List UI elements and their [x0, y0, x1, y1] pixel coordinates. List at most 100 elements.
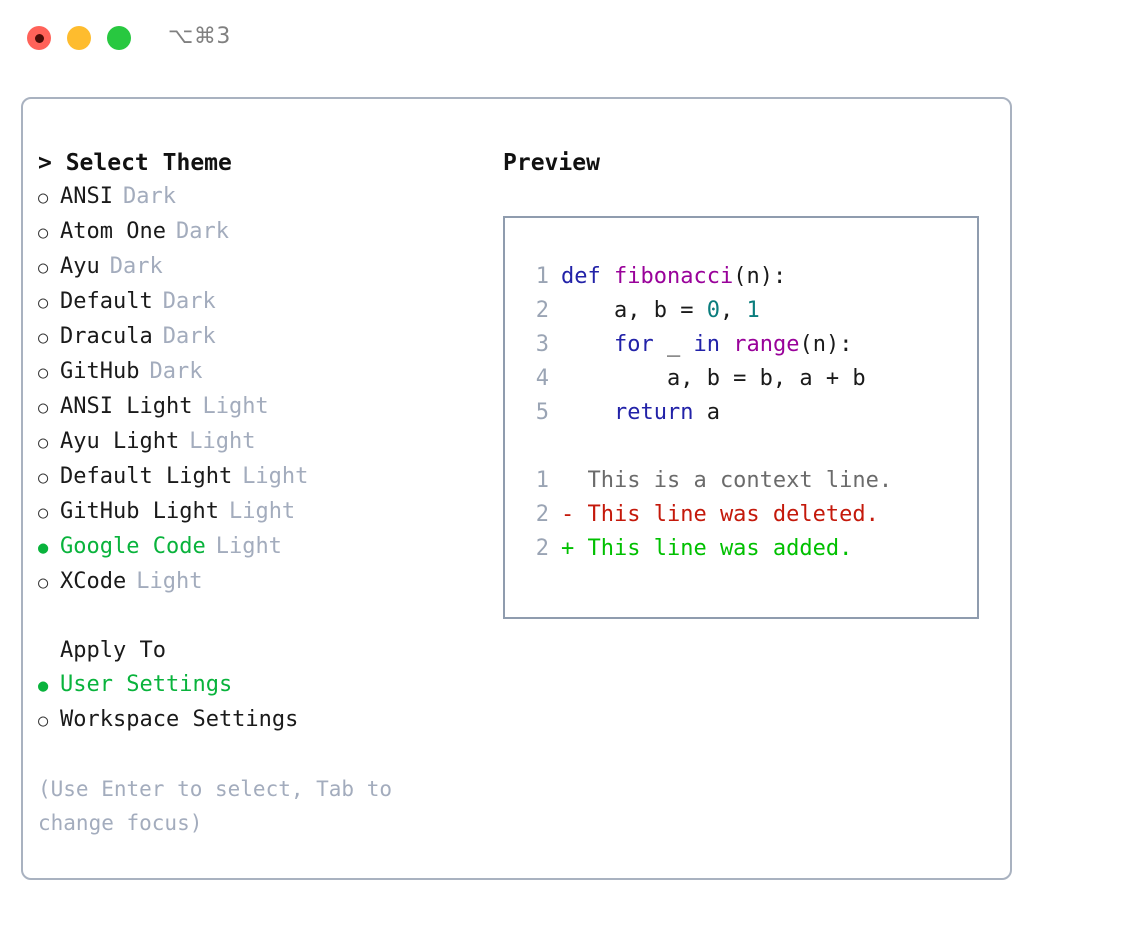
code-token-num: 0	[706, 298, 720, 323]
code-token-kw: return	[613, 400, 694, 425]
code-token-kw: for	[613, 332, 654, 357]
diff-line-number: 1	[535, 468, 549, 493]
diff-sample: 1 This is a context line. 2 - This line wa…	[505, 464, 977, 566]
theme-option-ansi-light[interactable]: ○ ANSI Light Light	[38, 390, 468, 425]
theme-variant-badge: Light	[189, 429, 256, 454]
code-line: 4 a, b = b, a + b	[505, 362, 977, 396]
diff-line-number: 2	[535, 502, 549, 527]
code-token-num: 1	[746, 298, 760, 323]
radio-unselected-icon: ○	[38, 258, 49, 278]
theme-variant-badge: Light	[228, 499, 296, 524]
keyboard-shortcut-label: ⌥⌘3	[168, 24, 231, 49]
theme-variant-badge: Light	[136, 569, 203, 594]
theme-option-label: ANSI	[60, 184, 113, 209]
theme-variant-badge: Light	[202, 394, 269, 419]
apply-to-option-label: User Settings	[60, 672, 233, 697]
theme-variant-badge: Dark	[162, 324, 216, 349]
code-line-text: a, b = 0, 1	[561, 294, 760, 328]
code-token-plain	[561, 332, 614, 357]
code-token-kw: in	[693, 332, 720, 357]
radio-unselected-icon: ○	[38, 223, 49, 243]
diff-line-text: + This line was added.	[561, 536, 853, 561]
close-button[interactable]	[27, 26, 51, 50]
radio-selected-icon: ●	[38, 676, 49, 696]
code-token-plain	[720, 332, 733, 357]
radio-unselected-icon: ○	[38, 468, 49, 488]
radio-unselected-icon: ○	[38, 363, 49, 383]
code-line-text: for _ in range(n):	[561, 328, 852, 362]
code-token-kw: def	[561, 264, 614, 289]
theme-option-ayu-light[interactable]: ○ Ayu Light Light	[38, 425, 468, 460]
apply-to-option-workspace-settings[interactable]: ○ Workspace Settings	[38, 703, 468, 738]
code-token-plain: a, b = b, a + b	[561, 366, 866, 391]
diff-line: 1 This is a context line.	[505, 464, 977, 498]
code-diff-spacer	[505, 430, 977, 464]
code-token-plain: a, b =	[561, 298, 707, 323]
radio-unselected-icon: ○	[38, 573, 49, 593]
theme-option-ayu[interactable]: ○ Ayu Dark	[38, 250, 468, 285]
theme-variant-badge: Dark	[122, 184, 176, 209]
radio-unselected-icon: ○	[38, 711, 49, 731]
radio-unselected-icon: ○	[38, 188, 49, 208]
theme-option-label: GitHub	[60, 359, 140, 384]
code-token-fn: range	[733, 332, 800, 357]
radio-unselected-icon: ○	[38, 503, 49, 523]
radio-unselected-icon: ○	[38, 398, 49, 418]
code-line-number: 3	[535, 332, 549, 357]
radio-unselected-icon: ○	[38, 433, 49, 453]
code-token-plain: _	[653, 332, 694, 357]
diff-line-text: - This line was deleted.	[561, 502, 879, 527]
code-line-text: return a	[561, 396, 720, 430]
code-line-text: def fibonacci(n):	[561, 260, 786, 294]
apply-to-option-label: Workspace Settings	[60, 707, 299, 732]
theme-option-label: Ayu Light	[60, 429, 180, 454]
radio-selected-icon: ●	[38, 538, 49, 558]
theme-option-label: Default Light	[60, 464, 233, 489]
code-line: 3 for _ in range(n):	[505, 328, 977, 362]
keyboard-hint-text: (Use Enter to select, Tab to change focu…	[38, 777, 405, 835]
code-token-fn: fibonacci	[613, 264, 734, 289]
diff-line: 2 - This line was deleted.	[505, 498, 977, 532]
select-theme-heading: > Select Theme	[38, 150, 232, 176]
code-line-number: 5	[535, 400, 549, 425]
window-controls	[27, 26, 131, 50]
theme-variant-badge: Light	[215, 534, 282, 559]
theme-variant-badge: Dark	[149, 359, 203, 384]
code-token-plain: a	[693, 400, 720, 425]
theme-option-label: Atom One	[60, 219, 166, 244]
diff-line-number: 2	[535, 536, 549, 561]
code-line: 1 def fibonacci(n):	[505, 260, 977, 294]
theme-option-label: Ayu	[60, 254, 100, 279]
theme-option-ansi[interactable]: ○ ANSI Dark	[38, 180, 468, 215]
theme-option-github[interactable]: ○ GitHub Dark	[38, 355, 468, 390]
theme-option-label: ANSI Light	[60, 394, 193, 419]
maximize-button[interactable]	[107, 26, 131, 50]
code-token-punc: (n):	[733, 264, 787, 289]
theme-variant-badge: Dark	[162, 289, 216, 314]
code-line-text: a, b = b, a + b	[561, 362, 866, 396]
apply-to-option-user-settings[interactable]: ● User Settings	[38, 668, 468, 703]
apply-to-section: Apply To ●User Settings○Workspace Settin…	[38, 634, 468, 738]
code-line-number: 2	[535, 298, 549, 323]
diff-line-text: This is a context line.	[561, 468, 893, 493]
apply-to-option-list[interactable]: ● User Settings ○ Workspace Settings	[38, 668, 468, 738]
code-line: 5 return a	[505, 396, 977, 430]
minimize-button[interactable]	[67, 26, 91, 50]
theme-option-label: Default	[60, 289, 153, 314]
theme-variant-badge: Dark	[109, 254, 163, 279]
code-token-punc: (n):	[799, 332, 853, 357]
code-line-number: 1	[535, 264, 549, 289]
